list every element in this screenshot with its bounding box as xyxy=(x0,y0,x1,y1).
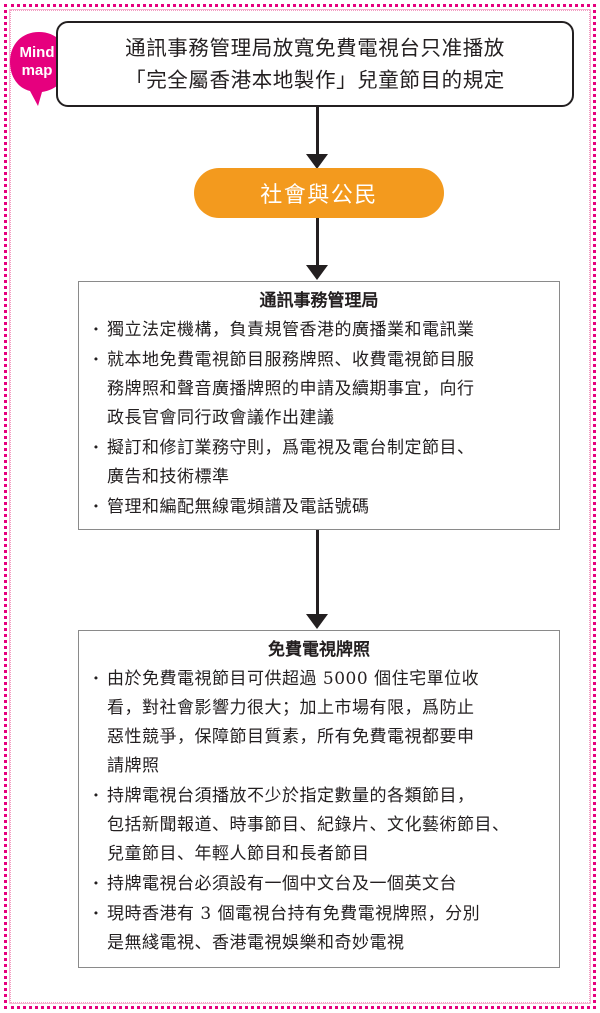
bullet-text-line: 持牌電視台須播放不少於指定數量的各類節目， xyxy=(107,786,475,806)
bullet-text-line: 獨立法定機構，負責規管香港的廣播業和電訊業 xyxy=(107,320,475,340)
bullet-text-line: 看，對社會影響力很大；加上市場有限，爲防止 xyxy=(107,698,475,718)
bullet-text-line: 務牌照和聲音廣播牌照的申請及續期事宜，向行 xyxy=(107,379,475,399)
arrow-down-icon xyxy=(306,530,328,630)
title-box: 通訊事務管理局放寬免費電視台只准播放 「完全屬香港本地製作」兒童節目的規定 xyxy=(56,21,574,107)
bullet-item: 由於免費電視節目可供超過 5000 個住宅單位收看，對社會影響力很大；加上市場有… xyxy=(89,665,549,781)
bullet-item: 持牌電視台須播放不少於指定數量的各類節目， 包括新聞報道、時事節目、紀錄片、文化藝… xyxy=(89,782,549,869)
title-line2: 「完全屬香港本地製作」兒童節目的規定 xyxy=(125,68,505,92)
bullet-text-line: 政長官會同行政會議作出建議 xyxy=(107,408,335,428)
bullet-text-line: 管理和編配無線電頻譜及電話號碼 xyxy=(107,497,370,517)
bullet-item: 擬訂和修訂業務守則，爲電視及電台制定節目、廣告和技術標準 xyxy=(89,434,549,492)
bullet-text-line: 惡性競爭，保障節目質素，所有免費電視都要申 xyxy=(107,727,475,747)
licence-box: 免費電視牌照 由於免費電視節目可供超過 5000 個住宅單位收看，對社會影響力很… xyxy=(78,630,560,968)
licence-heading: 免費電視牌照 xyxy=(268,640,370,660)
speech-bubble-icon xyxy=(10,32,68,106)
bullet-text-line: 廣告和技術標準 xyxy=(107,467,230,487)
bullet-item: 持牌電視台必須設有一個中文台及一個英文台 xyxy=(89,870,549,899)
bullet-text-line: 請牌照 xyxy=(107,756,160,776)
title-line1: 通訊事務管理局放寬免費電視台只准播放 xyxy=(125,36,505,60)
bullet-text-line: 持牌電視台必須設有一個中文台及一個英文台 xyxy=(107,874,457,894)
ofca-heading: 通訊事務管理局 xyxy=(259,291,379,311)
arrow-down-icon xyxy=(306,218,328,280)
ofca-list: 獨立法定機構，負責規管香港的廣播業和電訊業就本地免費電視節目服務牌照、收費電視節… xyxy=(89,316,549,522)
bullet-text-line: 擬訂和修訂業務守則，爲電視及電台制定節目、 xyxy=(107,438,475,458)
bullet-text-line: 由於免費電視節目可供超過 5000 個住宅單位收 xyxy=(107,669,480,689)
bullet-text-line: 是無綫電視、香港電視娛樂和奇妙電視 xyxy=(107,933,405,953)
bullet-text-line: 包括新聞報道、時事節目、紀錄片、文化藝術節目、 xyxy=(107,815,510,835)
bullet-item: 管理和編配無線電頻譜及電話號碼 xyxy=(89,493,549,522)
mind-map-badge: Mind map xyxy=(8,30,68,106)
bullet-item: 就本地免費電視節目服務牌照、收費電視節目服務牌照和聲音廣播牌照的申請及續期事宜，… xyxy=(89,346,549,433)
decorative-border xyxy=(4,4,596,1009)
bullet-text-line: 兒童節目、年輕人節目和長者節目 xyxy=(107,844,370,864)
ofca-box: 通訊事務管理局 獨立法定機構，負責規管香港的廣播業和電訊業就本地免費電視節目服務… xyxy=(78,281,560,530)
bullet-item: 獨立法定機構，負責規管香港的廣播業和電訊業 xyxy=(89,316,549,345)
bullet-text-line: 就本地免費電視節目服務牌照、收費電視節目服 xyxy=(107,350,475,370)
badge-text-line2: map xyxy=(21,62,53,79)
bullet-text-line: 現時香港有 3 個電視台持有免費電視牌照，分別 xyxy=(107,904,481,924)
central-node: 社會與公民 xyxy=(194,168,444,218)
arrow-down-icon xyxy=(306,107,328,169)
badge-text-line1: Mind xyxy=(19,44,55,61)
licence-list: 由於免費電視節目可供超過 5000 個住宅單位收看，對社會影響力很大；加上市場有… xyxy=(89,665,549,958)
